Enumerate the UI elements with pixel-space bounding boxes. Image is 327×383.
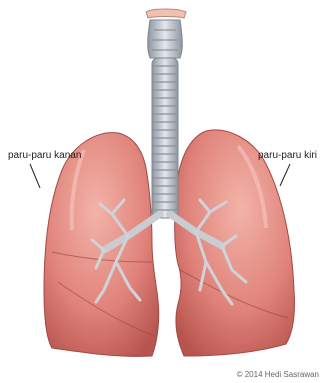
right-lung-leader-line <box>30 164 40 188</box>
copyright-text: © 2014 Hedi Sasrawan <box>237 370 319 379</box>
left-lung-leader-line <box>280 164 290 186</box>
left-lung-label: paru-paru kiri <box>258 150 317 162</box>
